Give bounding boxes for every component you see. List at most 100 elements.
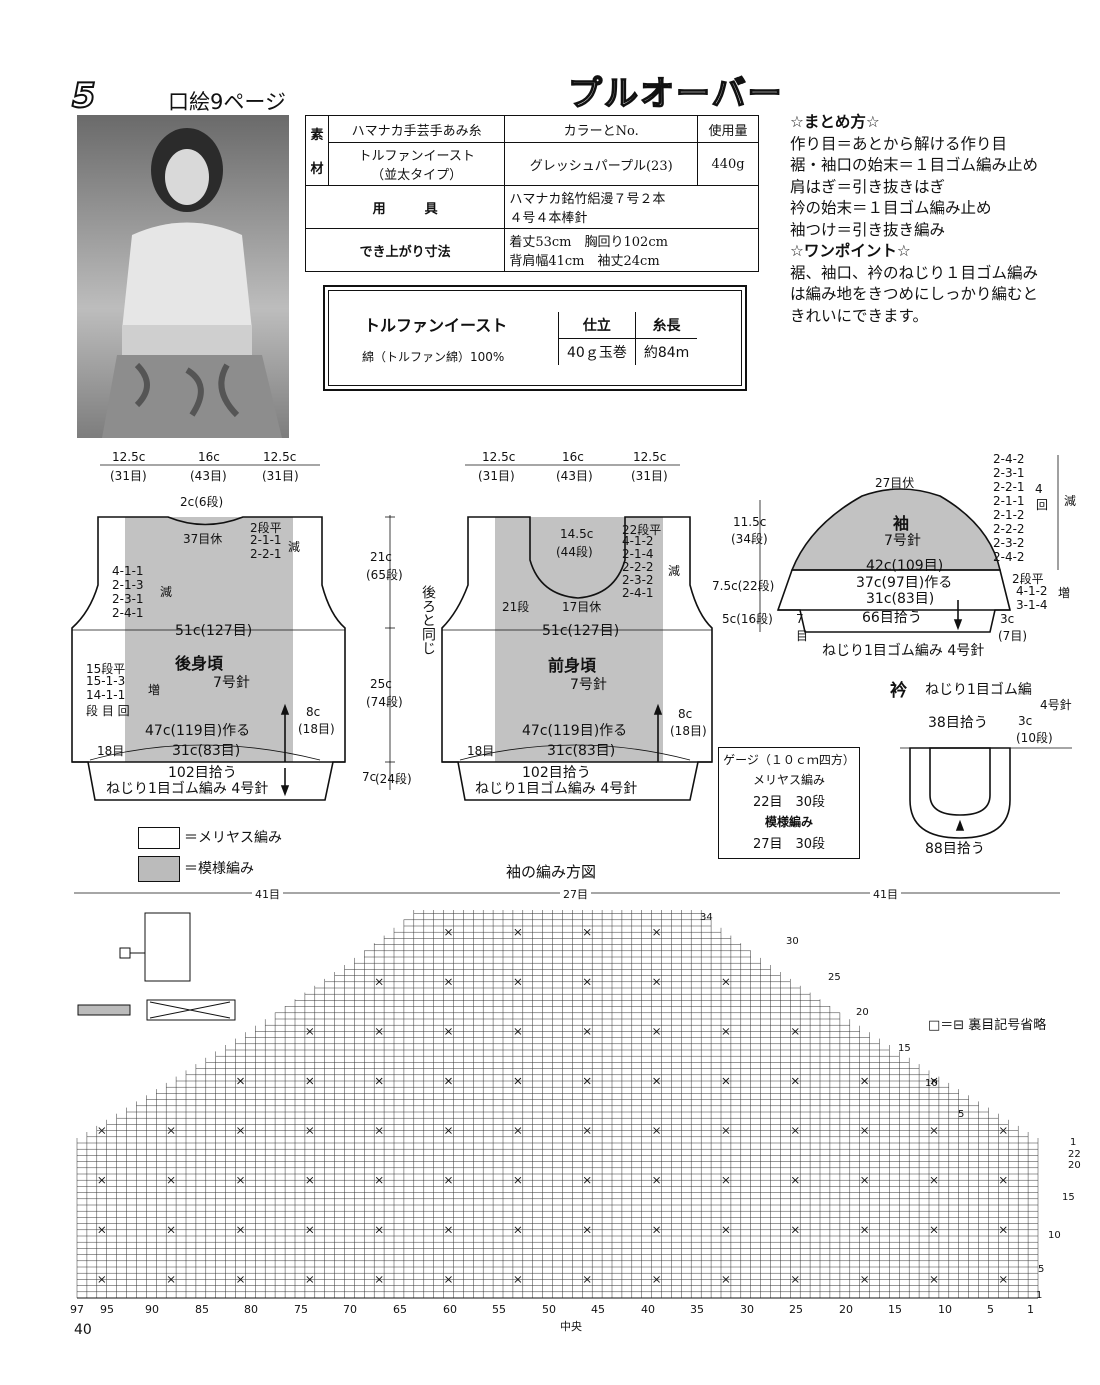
sleeve-dec-6: 2-2-2 bbox=[993, 522, 1025, 536]
front-top-st-3: (31目) bbox=[631, 469, 668, 483]
sleeve-inc-3: 3-1-4 bbox=[1016, 598, 1048, 612]
back-top-st-1: (31目) bbox=[110, 469, 147, 483]
collar-height: 3c bbox=[1018, 714, 1033, 728]
chart-x-tick: 95 bbox=[100, 1303, 114, 1316]
front-pickup: 102目拾う bbox=[522, 765, 591, 781]
back-side-inc-2: 15-1-3 bbox=[86, 674, 126, 688]
chart-x-tick: 90 bbox=[145, 1303, 159, 1316]
sleeve-cap-height: 11.5c bbox=[733, 515, 767, 529]
front-name: 前身頃 bbox=[548, 656, 597, 675]
gauge-pattern: 模様編み bbox=[764, 815, 813, 829]
back-pickup: 102目拾う bbox=[168, 765, 237, 781]
front-neck-dec-5: 2-3-2 bbox=[622, 573, 654, 587]
page-number: 40 bbox=[74, 1322, 92, 1338]
chart-row-tick: 5 bbox=[1038, 1264, 1045, 1275]
chart-title: 袖の編み方図 bbox=[506, 863, 597, 881]
chart-x-tick: 85 bbox=[195, 1303, 209, 1316]
back-neck-bind: 37目休 bbox=[183, 532, 223, 546]
front-hold: 17目休 bbox=[562, 600, 602, 614]
back-rib-height: 8c bbox=[306, 705, 321, 719]
chart-x-tick: 1 bbox=[1027, 1303, 1034, 1316]
back-side-inc-label: 増 bbox=[148, 683, 161, 697]
back-top-dim-2: 16c bbox=[198, 450, 220, 464]
legend-pattern-label: ＝模様編み bbox=[184, 861, 254, 877]
col-yarn: ハマナカ手芸手あみ糸 bbox=[327, 115, 506, 143]
back-neck-dec-label: 減 bbox=[288, 540, 301, 554]
chart-row-tick: 15 bbox=[1062, 1192, 1075, 1203]
chart-pattern-marks bbox=[98, 928, 1007, 1283]
model-photo bbox=[77, 115, 289, 438]
front-top-st-1: (31目) bbox=[478, 469, 515, 483]
front-top-dim-1: 12.5c bbox=[482, 450, 516, 464]
sleeve-top-bind: 27目伏 bbox=[875, 476, 915, 490]
sleeve-rib-width: 3c bbox=[1000, 612, 1015, 626]
chart-center-label: 中央 bbox=[560, 1320, 582, 1333]
back-neck-dec-2: 2-1-1 bbox=[250, 533, 282, 547]
chart-row-tick: 15 bbox=[898, 1043, 911, 1054]
back-needle: 7号針 bbox=[213, 675, 250, 691]
chart-baseline bbox=[77, 1297, 1038, 1299]
sleeve-dec-5: 2-1-2 bbox=[993, 508, 1025, 522]
chart-row-tick: 20 bbox=[856, 1007, 869, 1018]
height-lower-rows: (74段) bbox=[366, 695, 403, 709]
materials-table: 素材 ハマナカ手芸手あみ糸 カラーとNo. 使用量 トルファンイースト（並太タイ… bbox=[304, 115, 759, 272]
yarn-box-table: 仕立糸長 40ｇ玉巻約84m bbox=[558, 312, 698, 365]
back-bottom-width: 31c(83目) bbox=[172, 743, 241, 759]
legend-plain-label: ＝メリヤス編み bbox=[184, 830, 282, 846]
sleeve-mid-height: 7.5c(22段) bbox=[712, 579, 775, 593]
chart-row-tick: 34 bbox=[700, 912, 713, 923]
instruction-line: 衿の始末＝１目ゴム編み止め bbox=[790, 199, 992, 217]
tools-label: 用 具 bbox=[304, 185, 506, 229]
gauge-box: ゲージ（１０ｃｍ四方） メリヤス編み 22目 30段 模様編み 27目 30段 bbox=[718, 747, 860, 859]
chart-x-tick: 75 bbox=[294, 1303, 308, 1316]
back-neck-depth: 2c(6段) bbox=[180, 495, 224, 509]
yarn-box-col1: 仕立 bbox=[558, 312, 636, 339]
col-amount: 使用量 bbox=[697, 115, 759, 143]
chart-x-tick: 65 bbox=[393, 1303, 407, 1316]
sleeve-dec-4: 2-1-1 bbox=[993, 494, 1025, 508]
gauge-stockinette: メリヤス編み bbox=[752, 773, 825, 787]
collar-outline bbox=[900, 747, 1072, 839]
yarn-amount: 440g bbox=[697, 142, 759, 186]
purl-note: □＝⊟ 裏目記号省略 bbox=[928, 1018, 1047, 1033]
back-name: 後身頃 bbox=[175, 654, 224, 673]
yarn-name: トルファンイースト（並太タイプ） bbox=[327, 142, 506, 186]
chart-row-tick: 5 bbox=[958, 1109, 965, 1120]
sleeve-width-1: 42c(109目) bbox=[866, 558, 944, 574]
height-upper: 21c bbox=[370, 550, 392, 564]
yarn-box-col2: 糸長 bbox=[634, 312, 698, 339]
legend-pattern-swatch bbox=[138, 856, 180, 882]
chart-row-tick: 10 bbox=[925, 1078, 938, 1089]
sleeve-low-height: 5c(16段) bbox=[722, 612, 773, 626]
material-label: 素材 bbox=[305, 115, 329, 186]
chart-x-tick: 45 bbox=[591, 1303, 605, 1316]
back-rib: ねじり1目ゴム編み 4号針 bbox=[106, 781, 269, 797]
chart-row-tick: 1 bbox=[1036, 1290, 1043, 1301]
front-neck-rows: (44段) bbox=[556, 545, 593, 559]
collar-title-kanji: 衿 bbox=[890, 681, 907, 701]
height-upper-rows: (65段) bbox=[366, 568, 403, 582]
front-top-dim-3: 12.5c bbox=[633, 450, 667, 464]
yarn-box-val1: 40ｇ玉巻 bbox=[558, 338, 636, 365]
back-arm-dec-4: 2-4-1 bbox=[112, 606, 144, 620]
chart-x-tick: 80 bbox=[244, 1303, 258, 1316]
one-point-heading: ☆ワンポイント☆ bbox=[790, 242, 911, 260]
front-top-st-2: (43目) bbox=[556, 469, 593, 483]
chart-x-tick: 15 bbox=[888, 1303, 902, 1316]
front-rib: ねじり1目ゴム編み 4号針 bbox=[475, 781, 638, 797]
front-width: 51c(127目) bbox=[542, 623, 620, 639]
front-neck-dec-label: 減 bbox=[668, 564, 681, 578]
yarn-box-name: トルファンイースト bbox=[364, 316, 508, 335]
chart-span-right: 41目 bbox=[870, 886, 901, 902]
one-point-line: 裾、袖口、衿のねじり１目ゴム編み bbox=[790, 263, 1039, 282]
back-side-inc-1: 15段平 bbox=[86, 662, 126, 676]
front-neck-dec-3: 2-1-4 bbox=[622, 547, 654, 561]
collar-needle: 4号針 bbox=[1040, 698, 1072, 712]
sleeve-pickup: 66目拾う bbox=[862, 610, 922, 626]
gauge-title: ゲージ（１０ｃｍ四方） bbox=[723, 753, 855, 767]
chart-row-tick: 30 bbox=[786, 936, 799, 947]
front-top-dim-2: 16c bbox=[562, 450, 584, 464]
back-top-st-3: (31目) bbox=[262, 469, 299, 483]
